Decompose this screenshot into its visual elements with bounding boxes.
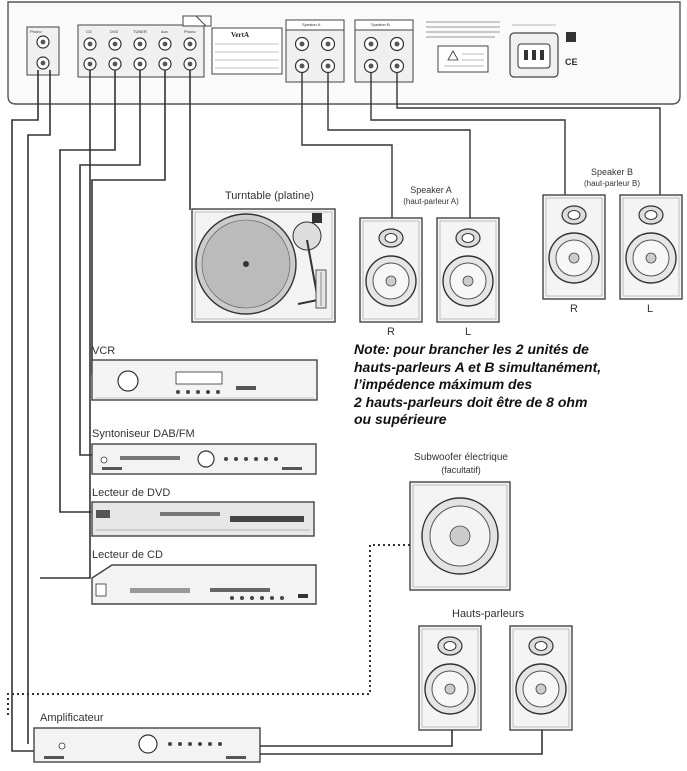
- hauts-parleurs-label: Hauts-parleurs: [452, 608, 525, 620]
- speaker-b-right-letter: R: [570, 303, 578, 315]
- amplifier: [33, 727, 543, 763]
- front-speaker-2: [509, 625, 573, 731]
- speaker-b-right: [542, 194, 606, 300]
- receiver-rear-panel: [7, 1, 681, 752]
- note-line: hauts-parleurs A et B simultanément,: [354, 358, 602, 375]
- speaker-a-label: Speaker A: [410, 185, 452, 195]
- input-label-phono: Phono: [184, 29, 196, 34]
- subwoofer-cable: [7, 544, 410, 718]
- impedance-note: Note: pour brancher les 2 unités de haut…: [354, 341, 654, 429]
- turntable: [191, 208, 336, 323]
- subwoofer-label: Subwoofer électrique: [414, 452, 508, 463]
- note-line: Note: pour brancher les 2 unités de: [354, 341, 589, 357]
- speaker-b-sublabel: (haut-parleur B): [583, 179, 641, 188]
- speaker-a-sublabel: (haut-parleur A): [403, 197, 459, 206]
- speaker-b-left-letter: L: [647, 303, 654, 315]
- vcr: [91, 359, 318, 401]
- tuner: [91, 443, 317, 475]
- subwoofer: [409, 481, 511, 591]
- vcr-label: VCR: [92, 345, 116, 357]
- speaker-b-label: Speaker B: [590, 167, 634, 177]
- phono-group-label: Phono: [30, 29, 42, 34]
- input-label-cd: CD: [86, 29, 92, 34]
- note-line: ou supérieure: [354, 411, 447, 427]
- brand-logo: VertA: [231, 31, 250, 39]
- cd-label: Lecteur de CD: [92, 549, 163, 561]
- tuner-label: Syntoniseur DAB/FM: [92, 428, 195, 440]
- speaker-a-terminal-label: Speaker A: [302, 22, 321, 27]
- input-label-tuner: TUNER: [133, 29, 147, 34]
- dvd-label: Lecteur de DVD: [92, 487, 171, 499]
- speaker-b-left: [619, 194, 683, 300]
- dvd-player: [91, 501, 315, 537]
- speaker-b-terminal-label: Speaker B: [371, 22, 390, 27]
- speaker-a-left-letter: L: [465, 326, 472, 338]
- speaker-a-right: [359, 217, 423, 323]
- amplifier-label: Amplificateur: [40, 712, 104, 724]
- note-line: 2 hauts-parleurs doit être de 8 ohm: [354, 393, 588, 410]
- speaker-a-right-letter: R: [387, 326, 395, 338]
- subwoofer-sublabel: (facultatif): [441, 465, 481, 475]
- input-label-dvd: DVD: [110, 29, 119, 34]
- turntable-label: Turntable (platine): [225, 190, 314, 202]
- speaker-a-left: [436, 217, 500, 323]
- front-speaker-1: [418, 625, 482, 731]
- input-label-aux: Aux: [161, 29, 168, 34]
- cd-player: [91, 564, 317, 605]
- note-line: l’impédence máximum des: [354, 376, 533, 392]
- ce-mark: CE: [565, 57, 578, 67]
